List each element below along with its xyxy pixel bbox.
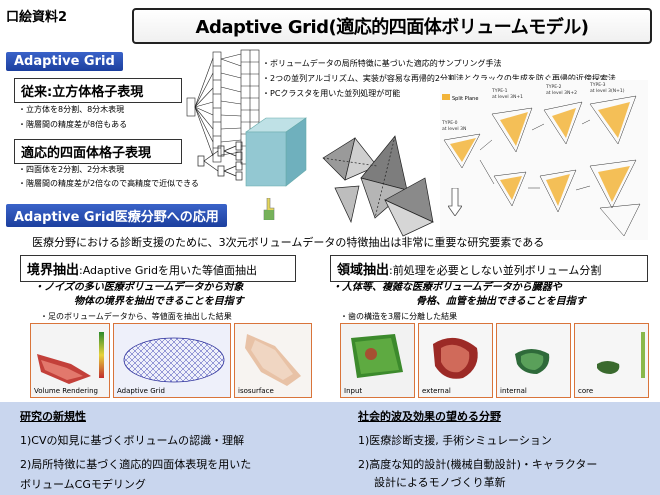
region-extraction-description: ・人体等、複雑な医療ボリュームデータから臓器や 骨格、血管を抽出できることを目指… <box>332 281 586 309</box>
external-caption: external <box>422 387 451 395</box>
bottom-summary-panel <box>0 402 660 495</box>
page-title: Adaptive Grid(適応的四面体ボリュームモデル) <box>132 8 652 44</box>
novelty-heading: 研究の新規性 <box>20 410 86 423</box>
level-label-2: at level 3N+2 <box>546 90 577 96</box>
type-label-3: TYPE-3 <box>589 82 606 88</box>
adaptive-grid-tag: Adaptive Grid <box>6 52 123 71</box>
internal-caption: internal <box>500 387 527 395</box>
volume-rendering-image: Volume Rendering <box>30 323 110 398</box>
feature-item-3: ・PCクラスタを用いた並列処理が可能 <box>262 89 401 98</box>
boundary-extraction-header: 境界抽出:Adaptive Gridを用いた等値面抽出 <box>20 255 296 282</box>
boundary-extraction-desc-line-1: ・ノイズの多い医療ボリュームデータから対象 <box>34 282 244 293</box>
impact-heading: 社会的波及効果の望める分野 <box>358 410 501 423</box>
tetrahedra-illustration <box>322 135 434 237</box>
external-image: external <box>418 323 493 398</box>
region-extraction-desc-line-2: 骨格、血管を抽出できることを目指す <box>416 296 586 307</box>
tetra-subdivision-diagram: Split Plane TYPE-0 at level 3N TYPE-1 at… <box>440 80 648 240</box>
impact-item-1: 1)医療診断支援, 手術シミュレーション <box>358 434 552 447</box>
volume-rendering-caption: Volume Rendering <box>34 387 99 395</box>
tetra-bullet-1: ・四面体を2分割、2分木表現 <box>18 165 125 174</box>
conventional-bullet-1: ・立方体を8分割、8分木表現 <box>18 105 125 114</box>
medical-application-tag: Adaptive Grid医療分野への応用 <box>6 204 227 227</box>
novelty-item-2-line-2: ボリュームCGモデリング <box>20 478 146 491</box>
level-label-1: at level 3N+1 <box>492 94 523 100</box>
type-label-0: TYPE-0 <box>441 120 458 126</box>
impact-item-2-line-1: 2)高度な知的設計(機械自動設計)・キャラクター <box>358 458 598 471</box>
adaptive-grid-image: Adaptive Grid <box>113 323 231 398</box>
isosurface-image: isosurface <box>234 323 312 398</box>
input-caption: Input <box>344 387 363 395</box>
cube-illustration <box>245 117 307 187</box>
boundary-extraction-description: ・ノイズの多い医療ボリュームデータから対象 物体の境界を抽出できることを目指す <box>34 281 244 309</box>
region-extraction-header: 領域抽出:前処理を必要としない並列ボリューム分割 <box>330 255 648 282</box>
region-extraction-note: ・歯の構造を3層に分離した結果 <box>340 312 458 321</box>
impact-item-2-line-2: 設計によるモノづくり革新 <box>374 476 506 489</box>
feature-list: ・ボリュームデータの局所特徴に基づいた適応的サンプリング手法 ・2つの並列アルゴ… <box>262 56 660 101</box>
region-extraction-subtitle: :前処理を必要としない並列ボリューム分割 <box>389 264 602 277</box>
type-label-2: TYPE-2 <box>545 84 562 90</box>
core-caption: core <box>578 387 594 395</box>
document-label: 口絵資料2 <box>6 10 68 25</box>
split-plane-label: Split Plane <box>452 96 478 102</box>
novelty-item-1: 1)CVの知見に基づくボリュームの認識・理解 <box>20 434 245 447</box>
binary-tree-diagram <box>197 141 243 181</box>
octree-diagram <box>186 49 260 165</box>
conventional-bullet-2: ・階層間の精度差が8倍もある <box>18 120 128 129</box>
page-title-text: Adaptive Grid(適応的四面体ボリュームモデル) <box>195 17 589 38</box>
feature-item-2: ・2つの並列アルゴリズム、実装が容易な再帰的2分割法とクラックの生成を防ぐ再帰的… <box>262 74 616 83</box>
boundary-extraction-desc-line-2: 物体の境界を抽出できることを目指す <box>74 296 244 307</box>
isosurface-caption: isosurface <box>238 387 274 395</box>
input-image: Input <box>340 323 415 398</box>
level-label-0: at level 3N <box>442 126 466 132</box>
region-extraction-title: 領域抽出 <box>337 263 390 278</box>
boundary-extraction-note: ・足のボリュームデータから、等値面を抽出した結果 <box>40 312 232 321</box>
core-image: core <box>574 323 649 398</box>
adaptive-grid-caption: Adaptive Grid <box>117 387 165 395</box>
tetra-bullet-2: ・階層間の精度差が2倍なので高精度で近似できる <box>18 179 199 188</box>
novelty-item-2-line-1: 2)局所特徴に基づく適応的四面体表現を用いた <box>20 458 252 471</box>
boundary-extraction-subtitle: :Adaptive Gridを用いた等値面抽出 <box>79 264 257 277</box>
region-extraction-desc-line-1: ・人体等、複雑な医療ボリュームデータから臓器や <box>332 282 562 293</box>
boundary-extraction-title: 境界抽出 <box>27 263 80 278</box>
tetra-title: 適応的四面体格子表現 <box>14 139 182 164</box>
level-label-3: at level 3(N+1) <box>590 88 625 94</box>
feature-item-1: ・ボリュームデータの局所特徴に基づいた適応的サンプリング手法 <box>262 59 502 68</box>
medical-intro-text: 医療分野における診断支援のために、3次元ボリュームデータの特徴抽出は非常に重要な… <box>32 236 545 249</box>
pointer-hand-icon <box>263 198 275 220</box>
type-label-1: TYPE-1 <box>491 88 508 94</box>
down-arrow-icon <box>448 188 462 216</box>
conventional-title: 従来:立方体格子表現 <box>14 78 182 103</box>
internal-image: internal <box>496 323 571 398</box>
